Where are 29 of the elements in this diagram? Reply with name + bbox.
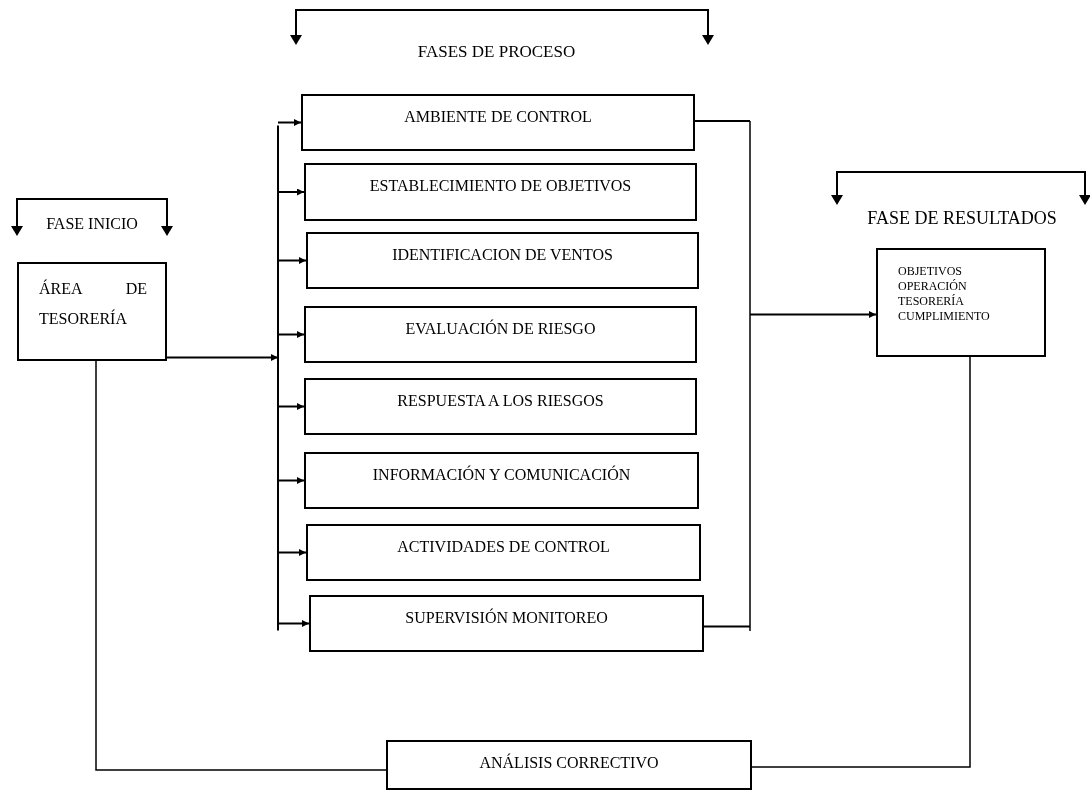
box-text: INFORMACIÓN Y COMUNICACIÓN [371,464,632,484]
box-text: ESTABLECIMIENTO DE OBJETIVOS [368,176,633,195]
process-box [17,262,167,361]
box-text: SUPERVISIÓN MONITOREO [404,607,609,627]
connector [95,360,387,771]
process-box [386,740,752,790]
box-text: AMBIENTE DE CONTROL [403,107,593,126]
box-text: RESPUESTA A LOS RIESGOS [396,391,605,410]
phase-box [304,306,697,363]
phase-box [304,452,699,509]
box-text: IDENTIFICACION DE VENTOS [391,245,614,264]
result-box [876,248,1046,357]
phase-heading: FASE DE RESULTADOS [866,208,1058,229]
phase-box [306,232,699,289]
phase-box [301,94,695,151]
box-text: EVALUACIÓN DE RIESGO [404,318,597,338]
phase-heading: FASE INICIO [45,215,139,233]
box-text: ÁREA DE TESORERÍA [38,278,148,329]
phase-box [309,595,704,652]
phase-box [304,378,697,435]
box-text: ANÁLISIS CORRECTIVO [478,752,660,772]
phase-box [306,524,701,581]
phase-box [304,163,697,221]
box-text: ACTIVIDADES DE CONTROL [396,537,611,556]
connector [166,119,310,632]
connector [751,356,971,768]
phase-heading: FASES DE PROCESO [416,42,577,62]
box-text: OBJETIVOS OPERACIÓN TESORERÍA CUMPLIMIENTO [897,263,991,324]
connector [694,120,877,632]
